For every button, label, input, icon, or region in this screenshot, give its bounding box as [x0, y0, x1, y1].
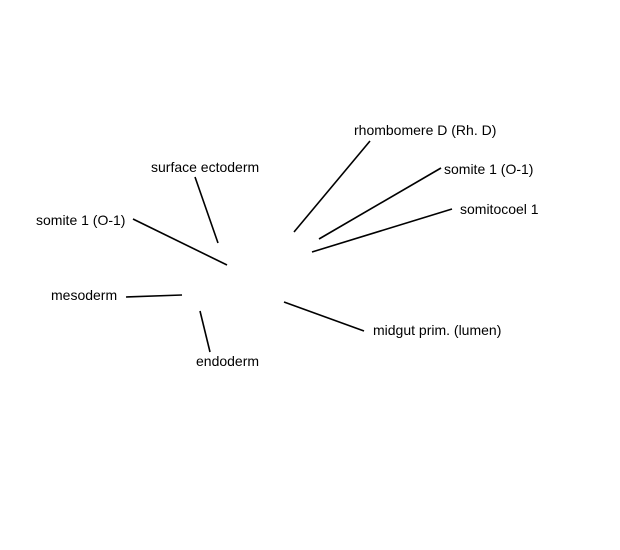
label-somite-1-left: somite 1 (O-1) — [36, 212, 126, 228]
label-surface-ectoderm: surface ectoderm — [151, 159, 260, 175]
leader-line-surface-ectoderm — [194, 176, 219, 244]
label-endoderm: endoderm — [196, 353, 260, 369]
leader-line-midgut-prim-lumen — [283, 301, 365, 332]
leader-line-somitocoel-1 — [311, 208, 453, 253]
label-somite-1-right: somite 1 (O-1) — [444, 161, 534, 177]
leader-line-somite-1-left — [132, 218, 228, 266]
label-midgut-prim-lumen: midgut prim. (lumen) — [373, 322, 502, 338]
label-rhombomere-d: rhombomere D (Rh. D) — [354, 122, 497, 138]
leader-line-endoderm — [199, 310, 211, 353]
label-somitocoel-1: somitocoel 1 — [460, 201, 539, 217]
leader-line-mesoderm — [125, 294, 183, 298]
label-mesoderm: mesoderm — [51, 287, 118, 303]
leader-line-somite-1-right — [318, 167, 442, 240]
leader-line-rhombomere-d — [293, 140, 371, 233]
